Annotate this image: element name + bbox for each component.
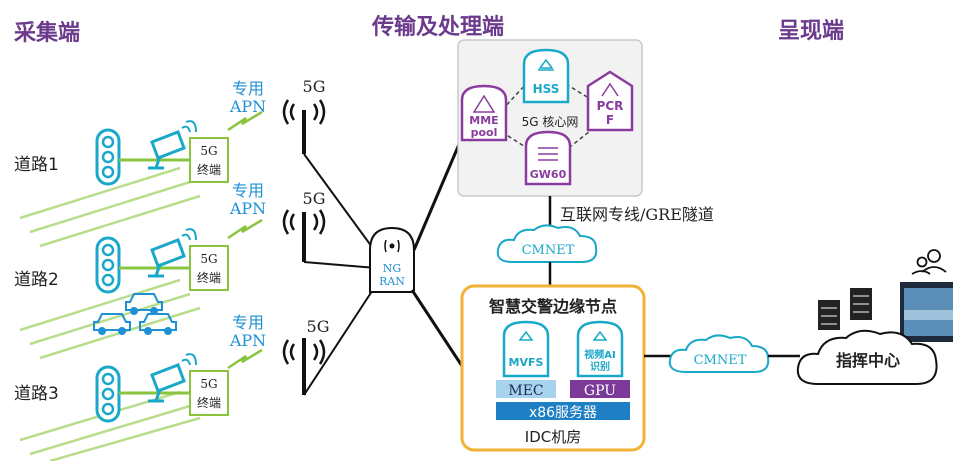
svg-text:专用: 专用: [232, 79, 264, 98]
svg-text:F: F: [606, 113, 614, 127]
road-label-3: 道路3: [14, 384, 59, 404]
cmnet-cloud-top: CMNET: [496, 224, 598, 263]
svg-text:专用: 专用: [232, 181, 264, 200]
svg-text:视频AI: 视频AI: [584, 348, 615, 361]
mvfs-node: MVFS: [502, 320, 550, 378]
5g-terminal-3: 5G 终端: [189, 370, 229, 416]
title-transmission: 传输及处理端: [371, 14, 504, 40]
svg-text:NG: NG: [383, 262, 401, 275]
apn-label-3: 专用 APN: [229, 313, 266, 350]
traffic-light-icon: [95, 236, 121, 294]
cmnet-cloud-right: CMNET: [668, 334, 770, 373]
ran-edge-link: [410, 289, 464, 367]
svg-text:APN: APN: [229, 97, 266, 116]
server-bar: [496, 402, 630, 420]
svg-text:RAN: RAN: [379, 275, 405, 288]
ran-links: [303, 153, 381, 396]
title-presentation: 呈现端: [778, 19, 844, 44]
svg-text:终端: 终端: [197, 270, 221, 285]
ran-core-link: [412, 141, 462, 251]
svg-text:pool: pool: [471, 126, 498, 139]
command-center-cloud: 指挥中心: [796, 329, 938, 385]
svg-text:HSS: HSS: [533, 82, 560, 96]
mec-bar: [496, 380, 556, 398]
server-label: x86服务器: [529, 405, 597, 421]
hss-node: HSS: [522, 48, 570, 104]
svg-text:5G: 5G: [303, 77, 326, 96]
svg-text:GW60: GW60: [530, 168, 567, 181]
video-ai-node: 视频AI 识别: [576, 320, 624, 378]
title-collection: 采集端: [14, 20, 80, 46]
users-icon: [911, 249, 947, 275]
wireless-link-icon: [227, 348, 263, 370]
camera-icon: [148, 228, 197, 278]
idc-label: IDC机房: [525, 428, 581, 446]
svg-text:5G: 5G: [303, 189, 326, 208]
traffic-light-icon: [95, 365, 121, 423]
apn-label-2: 专用 APN: [229, 181, 266, 218]
road-label-1: 道路1: [14, 155, 59, 175]
svg-text:MME: MME: [469, 114, 498, 127]
gw60-node: GW60: [524, 130, 572, 186]
mme-pool-node: MME pool: [460, 84, 508, 142]
svg-text:APN: APN: [229, 331, 266, 350]
svg-text:CMNET: CMNET: [522, 243, 575, 258]
camera-icon: [148, 120, 197, 170]
5g-core-panel: HSS MME pool PCR F 5G 核心网 GW60: [457, 39, 643, 197]
camera-icon: [148, 353, 197, 403]
svg-text:5G: 5G: [200, 144, 217, 158]
svg-text:终端: 终端: [197, 395, 221, 410]
apn-label-1: 专用 APN: [229, 79, 266, 116]
svg-text:5G: 5G: [200, 377, 217, 391]
5g-tower-2: 5G: [282, 189, 326, 262]
command-center-label: 指挥中心: [836, 351, 900, 370]
mec-label: MEC: [508, 383, 543, 399]
edge-title: 智慧交警边缘节点: [489, 297, 617, 316]
svg-text:APN: APN: [229, 199, 266, 218]
svg-text:CMNET: CMNET: [694, 353, 747, 368]
pcrf-node: PCR F: [586, 70, 634, 132]
svg-text:终端: 终端: [197, 162, 221, 177]
car-icons: [93, 293, 177, 335]
wireless-link-icon: [227, 110, 263, 132]
core-label: 5G 核心网: [522, 115, 579, 129]
svg-text:识别: 识别: [590, 360, 610, 373]
svg-text:5G: 5G: [200, 252, 217, 266]
gpu-bar: [570, 380, 630, 398]
5g-tower-1: 5G: [282, 77, 326, 154]
monitor-icon: [900, 282, 953, 342]
svg-text:专用: 专用: [232, 313, 264, 332]
5g-terminal-1: 5G 终端: [189, 137, 229, 183]
traffic-light-icon: [95, 128, 121, 186]
wireless-link-icon: [227, 218, 263, 240]
gpu-label: GPU: [584, 383, 616, 399]
svg-text:PCR: PCR: [597, 99, 624, 113]
link-label: 互联网专线/GRE隧道: [560, 205, 714, 224]
5g-tower-3: 5G: [282, 317, 330, 395]
svg-text:MVFS: MVFS: [509, 356, 544, 369]
ng-ran-node: NG RAN: [369, 226, 415, 293]
svg-text:5G: 5G: [307, 317, 330, 336]
5g-terminal-2: 5G 终端: [189, 245, 229, 291]
road-label-2: 道路2: [14, 270, 59, 290]
server-rack-icon: [818, 288, 872, 330]
edge-node-panel: 智慧交警边缘节点 MVFS 视频AI 识别 MEC GPU x86服务器 IDC…: [460, 284, 646, 452]
sensor-links: [119, 158, 190, 395]
